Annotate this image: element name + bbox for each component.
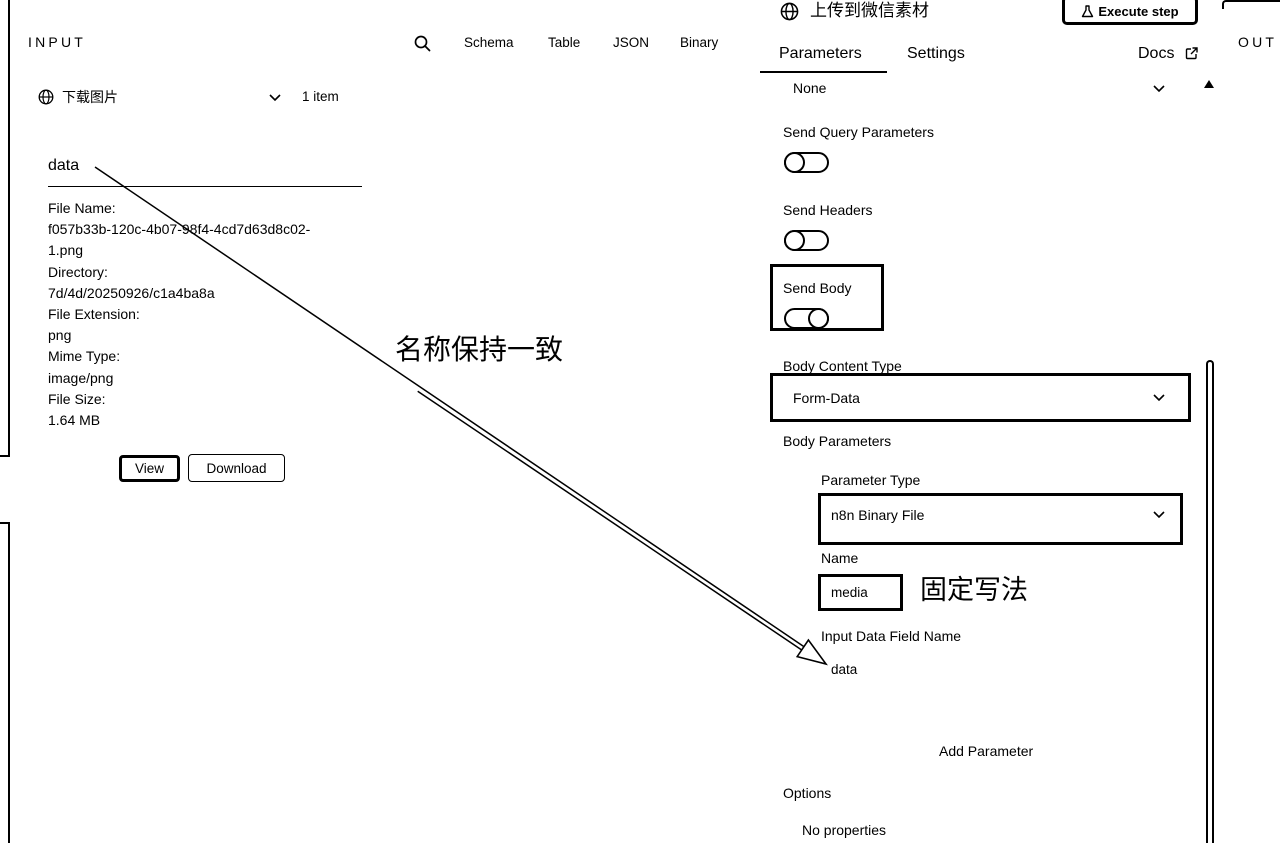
name-label: Name xyxy=(821,550,859,566)
file-name-value: 1.png xyxy=(48,242,84,259)
file-name-value: f057b33b-120c-4b07-98f4-4cd7d63d8c02- xyxy=(48,221,311,238)
active-tab-indicator xyxy=(760,71,887,73)
output-panel-title: OUT xyxy=(1238,34,1278,50)
annotation-fixed-usage: 固定写法 xyxy=(920,575,1028,605)
output-panel-border xyxy=(1222,0,1280,9)
no-properties-text: No properties xyxy=(802,822,887,838)
tab-settings[interactable]: Settings xyxy=(907,45,965,62)
search-icon[interactable] xyxy=(414,35,431,52)
parameter-type-value: n8n Binary File xyxy=(831,507,925,523)
file-size-value: 1.64 MB xyxy=(48,412,101,429)
body-content-type-value: Form-Data xyxy=(793,389,860,406)
output-panel: OUT xyxy=(1222,0,1280,843)
input-data-field-label: Input Data Field Name xyxy=(821,628,962,644)
add-parameter-button[interactable]: Add Parameter xyxy=(939,743,1034,759)
toggle-knob xyxy=(784,152,805,173)
send-body-label: Send Body xyxy=(783,280,852,296)
tab-json[interactable]: JSON xyxy=(613,35,650,50)
panel-left-border xyxy=(8,0,10,457)
tab-table[interactable]: Table xyxy=(548,35,581,50)
panel-border-tick xyxy=(0,455,10,457)
annotation-name-consistent: 名称保持一致 xyxy=(395,334,564,365)
chevron-down-icon xyxy=(1153,393,1165,402)
source-node-selector[interactable]: 下载图片 1 item xyxy=(36,86,346,108)
file-extension-value: png xyxy=(48,327,72,344)
globe-icon xyxy=(780,2,799,21)
panel-left-border xyxy=(8,522,10,843)
mime-type-label: Mime Type: xyxy=(48,348,121,365)
send-query-label: Send Query Parameters xyxy=(783,124,934,140)
send-headers-toggle[interactable] xyxy=(784,230,829,251)
body-content-type-select[interactable]: Form-Data xyxy=(770,373,1191,422)
download-button[interactable]: Download xyxy=(188,454,285,482)
input-data-field-value[interactable]: data xyxy=(831,662,858,677)
parameter-type-select[interactable]: n8n Binary File xyxy=(818,493,1183,545)
tab-schema[interactable]: Schema xyxy=(464,35,514,50)
tab-binary[interactable]: Binary xyxy=(680,35,719,50)
directory-value: 7d/4d/20250926/c1a4ba8a xyxy=(48,284,215,301)
node-parameters-panel: 上传到微信素材 Execute step Parameters Settings… xyxy=(758,0,1222,843)
toggle-knob xyxy=(784,230,805,251)
scroll-up-icon[interactable] xyxy=(1204,80,1214,88)
source-node-name: 下载图片 xyxy=(62,89,118,105)
input-panel-title: INPUT xyxy=(28,34,86,50)
chevron-down-icon xyxy=(1153,511,1165,519)
input-panel: INPUT Schema Table JSON Binary 下载图片 1 it… xyxy=(0,0,719,843)
external-link-icon[interactable] xyxy=(1185,47,1198,60)
item-count: 1 item xyxy=(302,89,339,104)
binary-property-name: data xyxy=(48,157,80,174)
top-select-value: None xyxy=(793,80,827,96)
panel-border-tick xyxy=(0,522,10,524)
file-size-label: File Size: xyxy=(48,390,106,407)
send-query-toggle[interactable] xyxy=(784,152,829,173)
mime-type-value: image/png xyxy=(48,369,114,386)
send-body-toggle[interactable] xyxy=(784,308,829,329)
tab-parameters[interactable]: Parameters xyxy=(779,45,862,62)
chevron-down-icon xyxy=(269,94,281,102)
docs-link[interactable]: Docs xyxy=(1138,45,1175,62)
node-title[interactable]: 上传到微信素材 xyxy=(810,1,929,20)
execute-step-button[interactable]: Execute step xyxy=(1062,0,1198,25)
parameter-type-label: Parameter Type xyxy=(821,472,921,488)
file-extension-label: File Extension: xyxy=(48,306,140,323)
send-headers-label: Send Headers xyxy=(783,202,873,218)
scrollbar[interactable] xyxy=(1206,360,1214,843)
divider xyxy=(48,186,362,187)
execute-step-label: Execute step xyxy=(1098,3,1179,19)
top-select[interactable]: None xyxy=(780,77,1176,99)
options-label: Options xyxy=(783,785,832,801)
file-name-label: File Name: xyxy=(48,200,116,216)
globe-icon xyxy=(38,89,54,105)
binary-file-details: File Name: f057b33b-120c-4b07-98f4-4cd7d… xyxy=(48,198,310,431)
flask-icon xyxy=(1081,5,1094,18)
name-value: media xyxy=(831,584,868,600)
view-button[interactable]: View xyxy=(119,455,180,482)
toggle-knob xyxy=(808,308,829,329)
chevron-down-icon xyxy=(1153,85,1165,93)
body-parameters-label: Body Parameters xyxy=(783,433,892,449)
name-input[interactable]: media xyxy=(818,574,903,611)
body-content-type-label: Body Content Type xyxy=(783,358,902,374)
directory-label: Directory: xyxy=(48,263,108,280)
